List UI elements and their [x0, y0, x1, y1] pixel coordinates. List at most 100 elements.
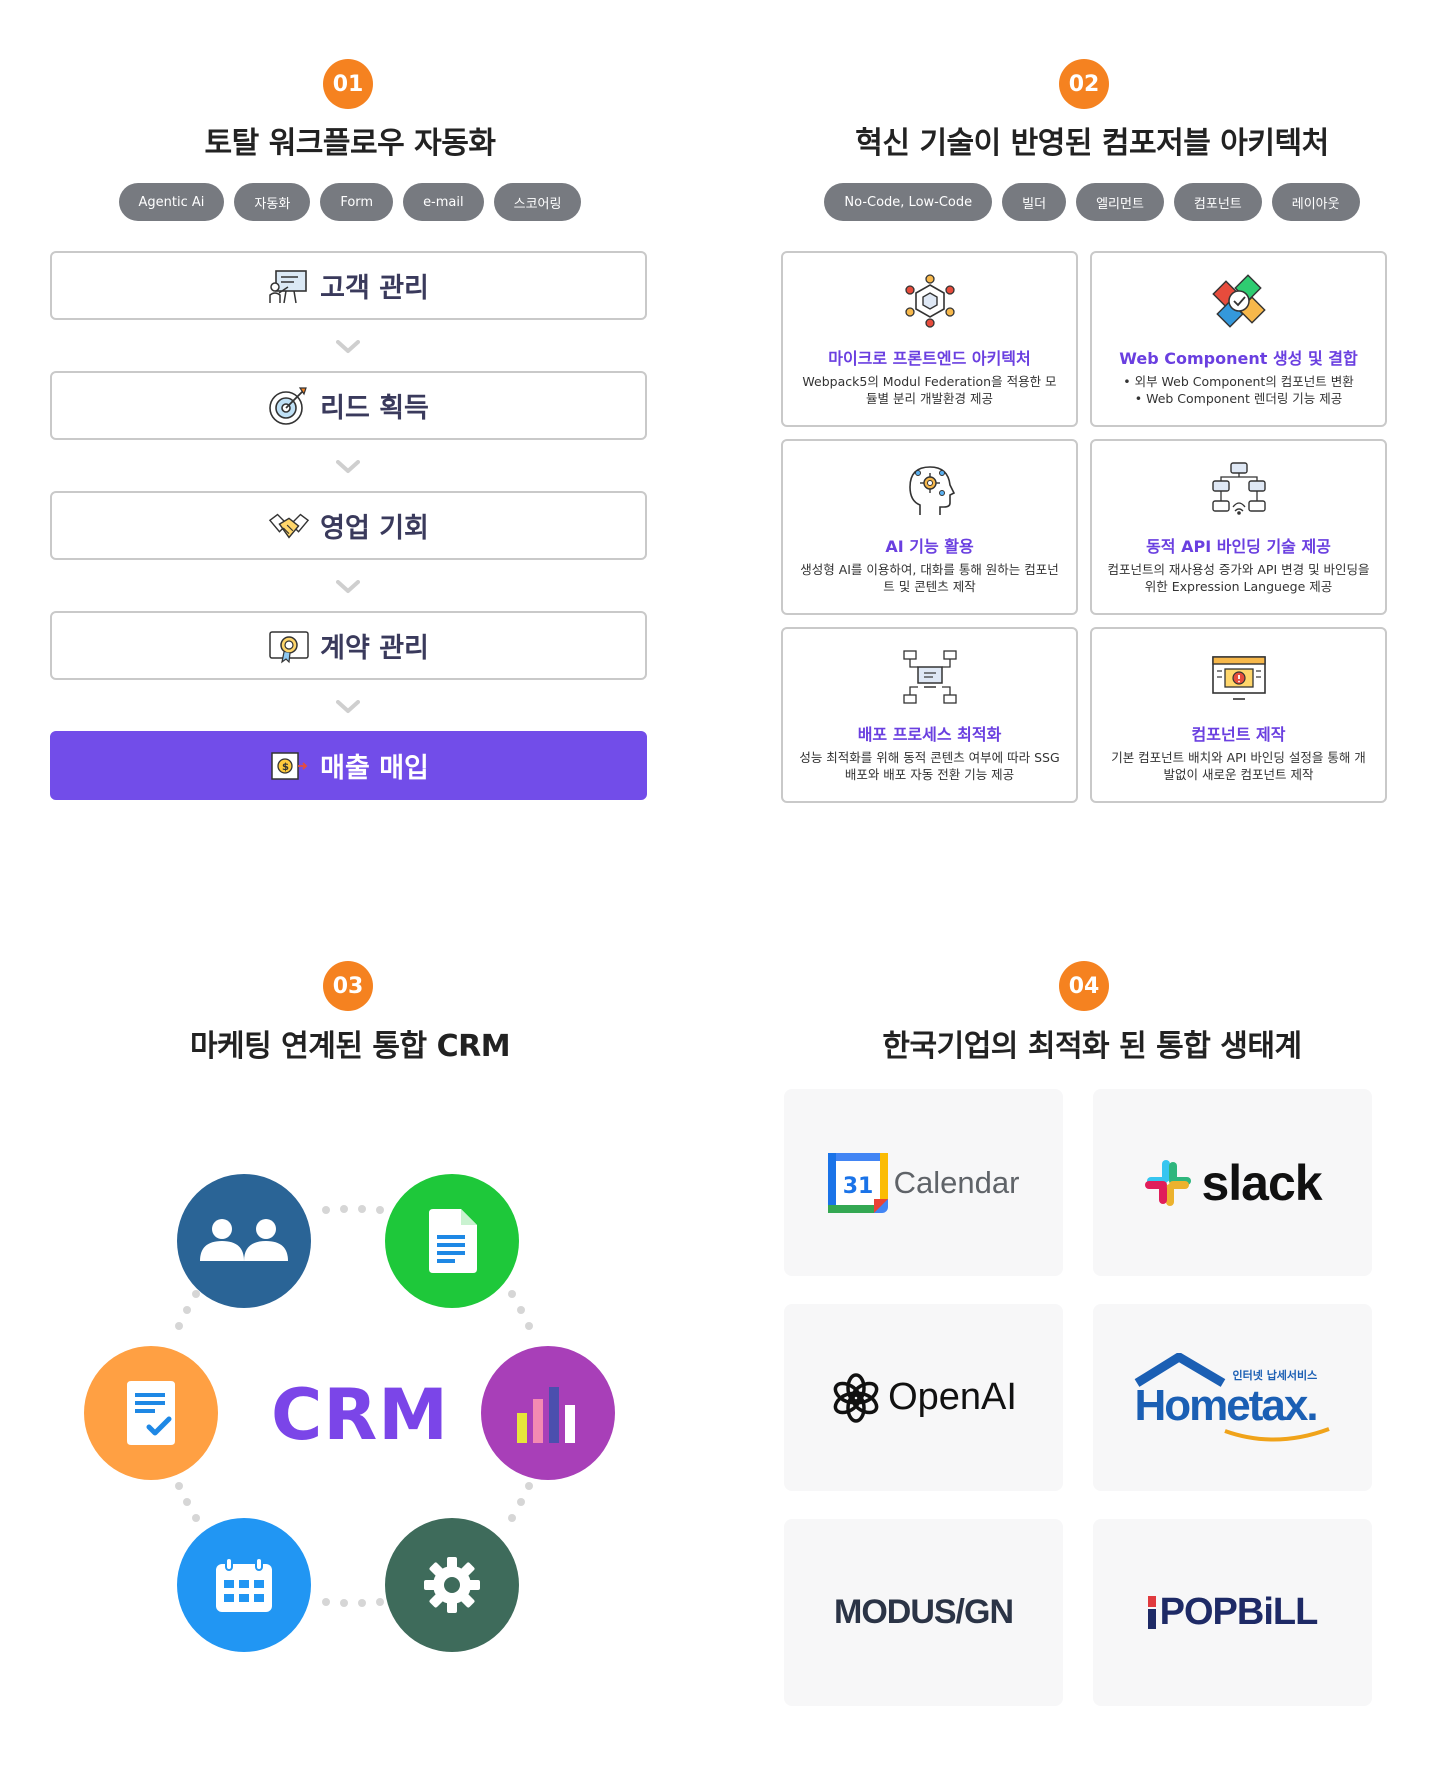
connector-dot — [525, 1482, 533, 1490]
tag-scoring[interactable]: 스코어링 — [493, 183, 582, 221]
feature-card-web-component[interactable]: Web Component 생성 및 결합 외부 Web Component의 … — [1090, 251, 1387, 427]
logo-popbill[interactable]: POPBiLL — [1093, 1519, 1372, 1706]
invoice-icon: $ — [268, 745, 310, 787]
hometax-logo: 인터넷 납세서비스 Hometax. — [1133, 1352, 1333, 1443]
connector-dot — [322, 1598, 330, 1606]
step-label: 계약 관리 — [320, 633, 429, 664]
feature-card-ai[interactable]: AI 기능 활용 생성형 AI를 이용하여, 대화를 통해 원하는 컴포넌트 및… — [781, 439, 1078, 615]
section-ecosystem: 04 한국기업의 최적화 된 통합 생태계 31 Calendar slack — [720, 900, 1440, 1772]
document-icon — [429, 1209, 477, 1273]
crm-checklist-node[interactable] — [84, 1346, 218, 1480]
logo-google-calendar[interactable]: 31 Calendar — [784, 1089, 1063, 1276]
crm-calendar-node[interactable] — [177, 1518, 311, 1652]
slack-icon — [1145, 1159, 1192, 1206]
bar-chart-icon — [517, 1387, 575, 1443]
deploy-icon — [902, 650, 957, 704]
crm-diagram: CRM — [70, 1160, 670, 1680]
connector-dot — [340, 1205, 348, 1213]
ai-head-icon — [908, 466, 955, 515]
connector-dot — [358, 1205, 366, 1213]
handshake-icon — [268, 505, 310, 547]
step-revenue-purchase[interactable]: $ 매출 매입 — [50, 731, 647, 800]
certificate-icon — [268, 625, 310, 667]
hometax-swoosh — [1223, 1426, 1330, 1442]
connector-dot — [322, 1206, 330, 1214]
chevron-down-icon — [336, 700, 360, 713]
card-description: Webpack5의 Modul Federation을 적용한 모듈별 분리 개… — [802, 374, 1057, 406]
checklist-icon — [127, 1381, 175, 1445]
card-title: AI 기능 활용 — [885, 537, 974, 556]
connector-dot — [183, 1498, 191, 1506]
section-title: 토탈 워크플로우 자동화 — [204, 126, 496, 161]
presentation-icon — [268, 265, 310, 307]
card-title: 배포 프로세스 최적화 — [857, 725, 1002, 744]
step-contract-management[interactable]: 계약 관리 — [50, 611, 647, 680]
step-label: 리드 획득 — [320, 393, 429, 424]
target-icon — [268, 385, 310, 427]
crm-center-label: CRM — [271, 1374, 449, 1456]
logo-modusign[interactable]: MODUS/GN — [784, 1519, 1063, 1706]
tag-form[interactable]: Form — [320, 183, 394, 221]
card-bullet: 외부 Web Component의 컴포넌트 변환 — [1106, 373, 1371, 390]
gear-icon — [424, 1557, 480, 1613]
section-number-badge: 04 — [1059, 961, 1109, 1011]
popbill-logo-text: POPBiLL — [1159, 1591, 1319, 1633]
connector-dot — [376, 1206, 384, 1214]
step-lead-acquisition[interactable]: 리드 획득 — [50, 371, 647, 440]
logo-openai[interactable]: OpenAI — [784, 1304, 1063, 1491]
step-label: 매출 매입 — [320, 753, 429, 784]
card-bullet: Web Component 렌더링 기능 제공 — [1106, 390, 1371, 407]
popbill-mark — [1147, 1596, 1156, 1629]
users-icon — [200, 1219, 288, 1261]
crm-document-node[interactable] — [385, 1174, 519, 1308]
connector-dot — [376, 1598, 384, 1606]
slack-logo-text: slack — [1201, 1154, 1322, 1211]
card-description: 생성형 AI를 이용하여, 대화를 통해 원하는 컴포넌트 및 콘텐츠 제작 — [800, 562, 1059, 594]
calendar-icon — [216, 1557, 272, 1612]
tag-automation[interactable]: 자동화 — [234, 183, 311, 221]
browser-warning-icon — [1211, 656, 1266, 700]
step-label: 영업 기회 — [320, 513, 429, 544]
section-workflow: 01 토탈 워크플로우 자동화 Agentic Ai 자동화 Form e-ma… — [0, 0, 700, 820]
network-icon — [904, 274, 955, 328]
section-title: 한국기업의 최적화 된 통합 생태계 — [882, 1029, 1302, 1064]
feature-card-api-binding[interactable]: 동적 API 바인딩 기술 제공 컴포넌트의 재사용성 증가와 API 변경 및… — [1090, 439, 1387, 615]
openai-icon — [833, 1372, 879, 1423]
hometax-logo-text: Hometax. — [1134, 1380, 1319, 1430]
tag-agentic-ai[interactable]: Agentic Ai — [118, 183, 225, 221]
connector-dot — [508, 1514, 516, 1522]
tag-no-code[interactable]: No-Code, Low-Code — [824, 183, 993, 221]
feature-card-deploy[interactable]: 배포 프로세스 최적화 성능 최적화를 위해 동적 콘텐츠 여부에 따라 SSG… — [781, 627, 1078, 803]
hometax-small-text: 인터넷 납세서비스 — [1232, 1368, 1318, 1382]
tag-list: Agentic Ai 자동화 Form e-mail 스코어링 — [0, 183, 700, 221]
tag-list: No-Code, Low-Code 빌더 엘리먼트 컴포넌트 레이아웃 — [732, 183, 1440, 221]
logo-slack[interactable]: slack — [1093, 1089, 1372, 1276]
step-customer-management[interactable]: 고객 관리 — [50, 251, 647, 320]
crm-users-node[interactable] — [177, 1174, 311, 1308]
feature-card-component-build[interactable]: 컴포넌트 제작 기본 컴포넌트 배치와 API 바인딩 설정을 통해 개발없이 … — [1090, 627, 1387, 803]
chevron-down-icon — [336, 460, 360, 473]
card-title: 마이크로 프론트엔드 아키텍처 — [828, 349, 1031, 368]
connector-dot — [517, 1306, 525, 1314]
tag-element[interactable]: 엘리먼트 — [1076, 183, 1164, 221]
connector-dot — [183, 1306, 191, 1314]
tag-layout[interactable]: 레이아웃 — [1271, 183, 1360, 221]
card-title: 컴포넌트 제작 — [1191, 725, 1286, 744]
section-number-badge: 02 — [1059, 59, 1109, 109]
api-network-icon — [1211, 462, 1266, 515]
modusign-logo-text: MODUS/GN — [834, 1593, 1014, 1631]
chevron-down-icon — [336, 580, 360, 593]
connector-dot — [192, 1514, 200, 1522]
crm-settings-node[interactable] — [385, 1518, 519, 1652]
connector-dot — [525, 1322, 533, 1330]
step-sales-opportunity[interactable]: 영업 기회 — [50, 491, 647, 560]
feature-card-micro-frontend[interactable]: 마이크로 프론트엔드 아키텍처 Webpack5의 Modul Federati… — [781, 251, 1078, 427]
crm-chart-node[interactable] — [481, 1346, 615, 1480]
tag-builder[interactable]: 빌더 — [1002, 183, 1067, 221]
card-bullet-list: 외부 Web Component의 컴포넌트 변환 Web Component … — [1106, 373, 1371, 407]
tag-email[interactable]: e-mail — [403, 183, 484, 221]
section-number-badge: 01 — [323, 59, 373, 109]
calendar-logo-text: Calendar — [893, 1164, 1020, 1200]
logo-hometax[interactable]: 인터넷 납세서비스 Hometax. — [1093, 1304, 1372, 1491]
tag-component[interactable]: 컴포넌트 — [1173, 183, 1262, 221]
